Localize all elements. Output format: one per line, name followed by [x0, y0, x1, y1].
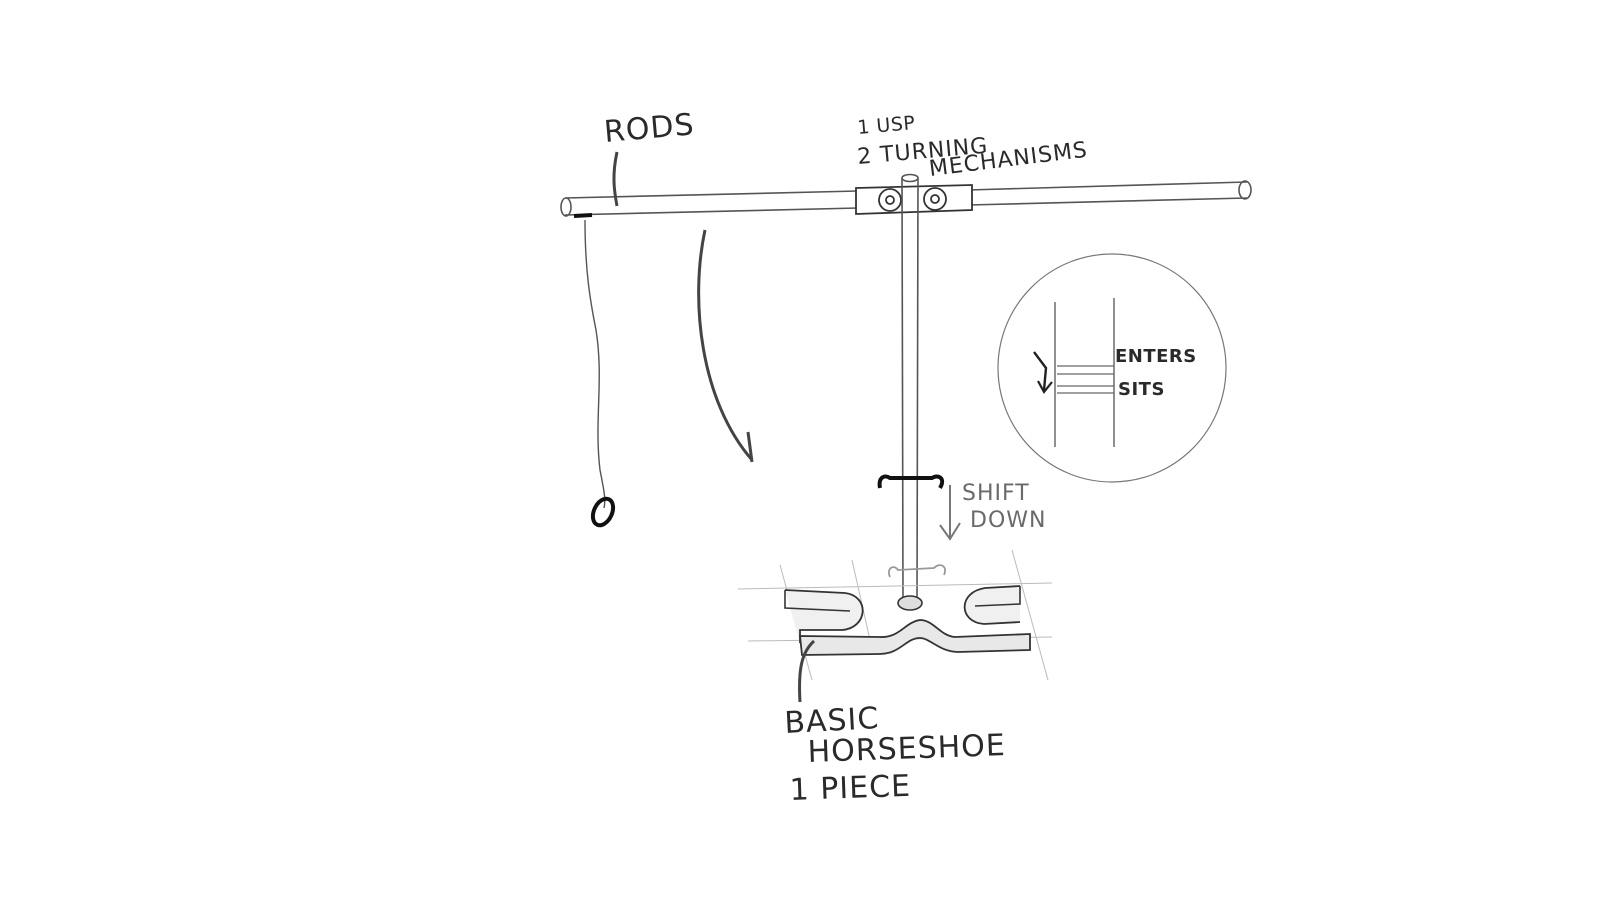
rod-clip: [877, 474, 945, 490]
rods-pointer-line: [612, 151, 619, 207]
shift-down-arrow-icon: [939, 485, 961, 541]
horseshoe-pointer-line: [798, 639, 816, 703]
horseshoe-label-line1: BASIC: [784, 701, 881, 741]
horizontal-rod-left: [560, 190, 859, 217]
enters-arrow-icon: [1033, 351, 1048, 391]
rod-left-end-mark: [573, 213, 593, 218]
vertical-rod: [901, 173, 919, 601]
rod-clip-ghost: [888, 564, 946, 578]
horseshoe-base: [737, 549, 1053, 681]
horizontal-rod-right: [967, 180, 1252, 206]
turning-mechanism: [855, 184, 973, 215]
usp-label-line1: 1 USP: [857, 112, 917, 139]
detail-callout: [997, 253, 1227, 483]
sits-label: SITS: [1118, 379, 1165, 400]
hanging-cord: [584, 219, 606, 509]
shift-label-line1: SHIFT: [962, 481, 1030, 506]
horseshoe-label-line3: 1 PIECE: [789, 769, 912, 808]
enters-label: ENTERS: [1115, 346, 1197, 367]
rods-label: RODS: [603, 107, 696, 150]
cord-ring-icon: [590, 496, 616, 528]
horseshoe-label-line2: HORSESHOE: [807, 728, 1006, 770]
shift-label-line2: DOWN: [970, 508, 1046, 533]
swing-curve: [697, 229, 754, 463]
